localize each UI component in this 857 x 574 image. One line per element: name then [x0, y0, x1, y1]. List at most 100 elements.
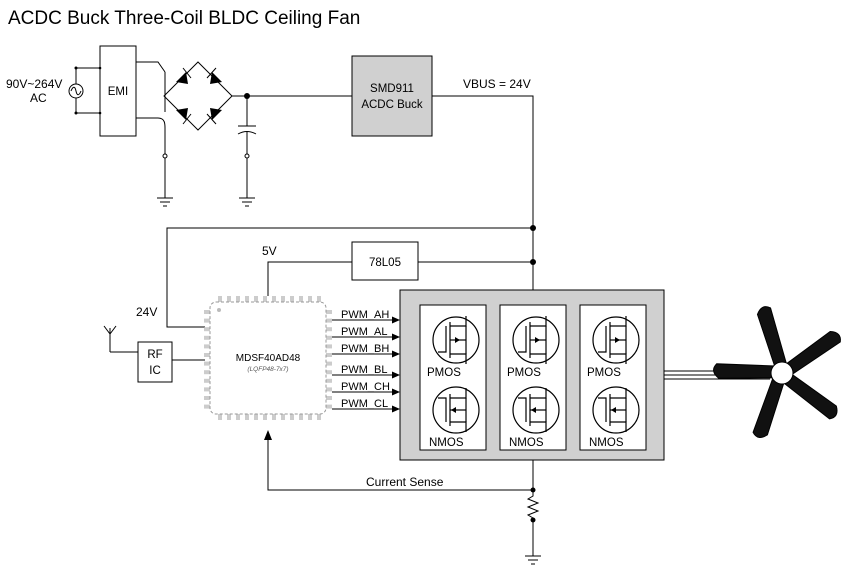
mcu-pin — [218, 414, 222, 420]
ac-type-label: AC — [30, 91, 47, 105]
pmos-transistor-icon — [432, 316, 480, 364]
ac-voltage-label: 90V~264V — [6, 77, 62, 91]
rf-ic-block — [137, 341, 173, 383]
buck-label-line1: SMD911 — [370, 83, 414, 95]
current-sense-arrow — [264, 430, 272, 440]
pwm-label-ah: PWM_AH — [341, 309, 389, 321]
fan-blade — [782, 373, 838, 420]
mosfet-half-bridge — [419, 304, 487, 451]
mcu-pin — [218, 296, 222, 302]
mcu-pin — [326, 310, 332, 314]
mcu-pin — [204, 335, 210, 340]
mcu-pin — [263, 296, 267, 302]
mosfet-bridge — [419, 304, 647, 451]
pwm-arrow — [392, 333, 400, 341]
fan-blade — [785, 331, 841, 376]
current-sense-label: Current Sense — [366, 475, 444, 489]
mcu-pin — [204, 387, 210, 392]
mcu-pin — [254, 414, 258, 420]
mcu-pin — [326, 353, 332, 357]
nmos-label-b: NMOS — [509, 437, 544, 449]
mcu-pin — [245, 414, 249, 420]
mcu-pin — [236, 414, 240, 420]
ground-symbol-bridge — [157, 197, 173, 207]
nmos-label-c: NMOS — [589, 437, 624, 449]
pmos-transistor-icon — [512, 316, 560, 364]
rf-label-line1: RF — [147, 349, 162, 361]
mcu-pin — [245, 296, 249, 302]
mcu-pin — [326, 335, 332, 340]
fan-blade — [752, 376, 785, 438]
mcu-pin — [254, 296, 258, 302]
mcu-pin — [272, 414, 276, 420]
mcu-pin — [317, 414, 321, 420]
fan-blade — [756, 306, 788, 367]
pwm-arrow — [392, 405, 400, 413]
mcu-pin — [326, 327, 332, 332]
mosfet-column — [419, 304, 487, 451]
mcu-pin — [204, 327, 210, 332]
nmos-transistor-icon — [512, 386, 560, 434]
mcu-pin — [290, 296, 294, 302]
mcu-pins — [204, 296, 332, 420]
mcu-pin — [204, 344, 210, 349]
emi-filter-block — [99, 45, 137, 137]
mcu-pin — [227, 296, 231, 302]
pwm-arrow — [392, 316, 400, 324]
pmos-label-b: PMOS — [507, 367, 541, 379]
pmos-label-c: PMOS — [587, 367, 621, 379]
nmos-transistor-icon — [432, 386, 480, 434]
pwm-arrow — [392, 388, 400, 396]
mcu-pin — [326, 378, 332, 383]
v5-label: 5V — [262, 244, 277, 258]
mcu-pin — [227, 414, 231, 420]
mcu-pin — [326, 370, 332, 375]
ac-source — [68, 66, 100, 115]
mcu-pin — [308, 414, 312, 420]
pwm-arrow — [392, 350, 400, 358]
vbus-label: VBUS = 24V — [463, 77, 531, 91]
ground-symbol-cap — [239, 197, 255, 207]
mcu-pin — [204, 318, 210, 323]
pwm-label-cl: PWM_CL — [341, 398, 388, 410]
nmos-transistor-icon — [592, 386, 640, 434]
mcu-name: MDSF40AD48 — [236, 353, 301, 364]
mcu-chip — [204, 296, 332, 420]
fet-labels: PMOS PMOS PMOS NMOS NMOS NMOS — [427, 367, 624, 449]
mcu-pin — [317, 296, 321, 302]
ground-symbol-shunt — [525, 555, 541, 565]
buck-label-line2: ACDC Buck — [361, 99, 423, 111]
mcu-pin — [204, 396, 210, 400]
mcu-pin — [326, 387, 332, 392]
mcu-pin — [204, 353, 210, 357]
mcu-pin — [272, 296, 276, 302]
mcu-pin — [263, 414, 267, 420]
mcu-pin — [326, 344, 332, 349]
mcu-pin — [204, 361, 210, 366]
pwm-signal-labels: PWM_AH PWM_AL PWM_BH PWM_BL PWM_CH PWM_C… — [341, 309, 390, 410]
mcu-pin — [204, 370, 210, 375]
nmos-label-a: NMOS — [429, 437, 464, 449]
pwm-arrow — [392, 371, 400, 379]
mcu-pin — [281, 296, 285, 302]
mcu-pin — [204, 404, 210, 409]
emi-label: EMI — [108, 86, 128, 98]
pmos-label-a: PMOS — [427, 367, 461, 379]
mcu-pin — [299, 414, 303, 420]
mcu-package: (LQFP48-7x7) — [247, 366, 288, 373]
pmos-transistor-icon — [592, 316, 640, 364]
mosfet-half-bridge — [499, 304, 567, 451]
pwm-label-bl: PWM_BL — [341, 364, 387, 376]
pwm-label-al: PWM_AL — [341, 326, 387, 338]
v24-label: 24V — [136, 305, 157, 319]
pwm-label-ch: PWM_CH — [341, 381, 390, 393]
mosfet-half-bridge — [579, 304, 647, 451]
acdc-buck-block — [351, 55, 433, 137]
mosfet-column — [499, 304, 567, 451]
mosfet-column — [579, 304, 647, 451]
pwm-signal-lines — [332, 316, 400, 413]
mcu-pin — [236, 296, 240, 302]
bulk-capacitor — [237, 125, 257, 135]
mcu-pin — [204, 378, 210, 383]
